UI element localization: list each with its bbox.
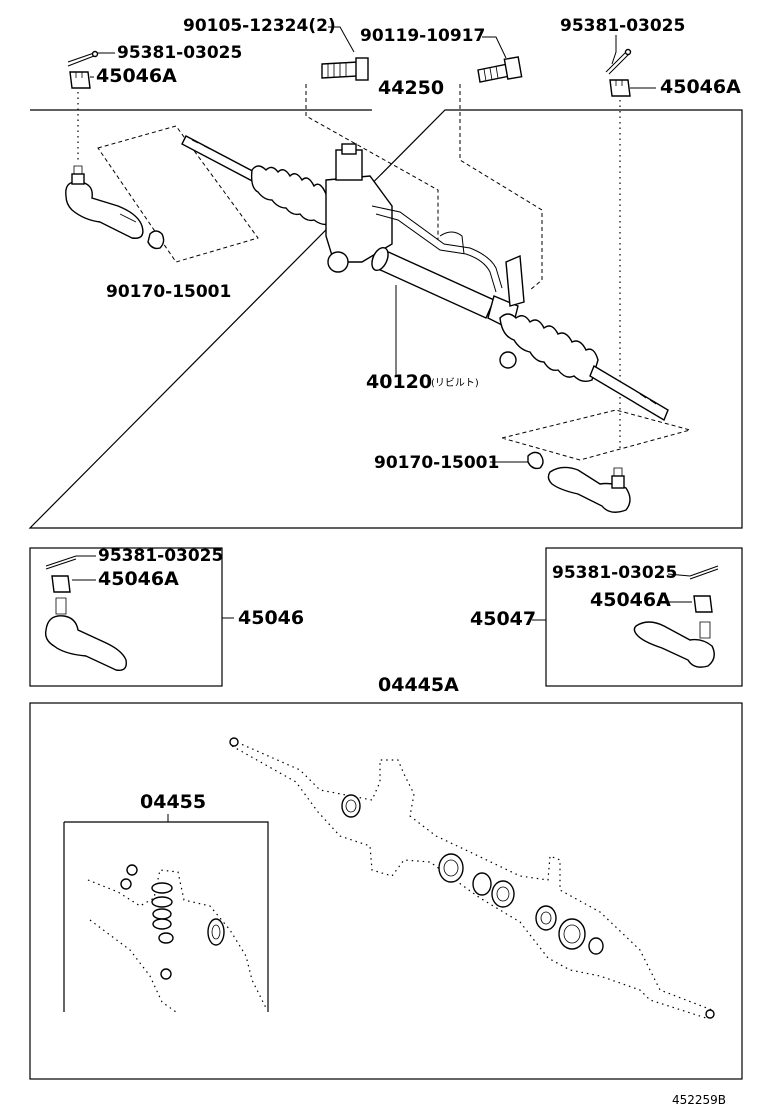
figure-reference: 452259B bbox=[672, 1093, 726, 1107]
label-nut-left: 90170-15001 bbox=[106, 282, 231, 302]
tie-rod-end-right-set: 95381-03025 45046A 45047 bbox=[470, 547, 743, 687]
oil-seal-icon bbox=[491, 880, 515, 908]
valve-housing-outline-icon bbox=[87, 869, 267, 1013]
oil-seal-icon bbox=[207, 918, 225, 946]
cotter-pin-icon bbox=[605, 48, 632, 75]
hex-nut-icon bbox=[527, 451, 544, 470]
label-tie-rod-end-45046: 45046 bbox=[238, 607, 304, 629]
gasket-kit-frame bbox=[29, 702, 743, 1080]
o-ring-icon bbox=[472, 872, 492, 896]
hex-nut-icon bbox=[147, 230, 165, 250]
assembly-frame bbox=[28, 109, 743, 529]
castle-nut-icon bbox=[693, 595, 713, 613]
oil-seal-icon bbox=[558, 918, 586, 950]
bolt-icon bbox=[321, 57, 369, 81]
top-section: 90105-12324(2) 90119-10917 95381-03025 9… bbox=[28, 16, 743, 529]
rack-housing-outline-icon bbox=[229, 737, 715, 1019]
label-gear-40120: 40120 bbox=[366, 371, 432, 393]
label-nut-top-right: 45046A bbox=[660, 76, 741, 98]
castle-nut-icon bbox=[609, 79, 631, 97]
oil-seal-icon bbox=[438, 853, 464, 883]
tie-rod-end-left-icon bbox=[44, 597, 127, 671]
tie-rod-end-right-icon bbox=[547, 466, 631, 513]
castle-nut-icon bbox=[69, 71, 91, 89]
rack-and-pinion-gear-icon bbox=[181, 135, 669, 422]
tie-rod-end-right-frame bbox=[545, 547, 743, 687]
gasket-subkit-frame bbox=[63, 821, 269, 1012]
label-pin-box-left: 95381-03025 bbox=[98, 546, 223, 566]
label-pin-box-right: 95381-03025 bbox=[552, 563, 677, 583]
cotter-pin-icon bbox=[689, 565, 719, 580]
oil-seal-icon bbox=[341, 794, 361, 818]
tie-rod-end-right-icon bbox=[633, 621, 715, 668]
castle-nut-icon bbox=[51, 575, 71, 593]
label-nut-box-right: 45046A bbox=[590, 589, 671, 611]
label-assembly-44250: 44250 bbox=[378, 77, 444, 99]
label-kit-04445A: 04445A bbox=[378, 674, 459, 696]
cotter-pin-icon bbox=[45, 555, 77, 570]
label-nut-right: 90170-15001 bbox=[374, 453, 499, 473]
label-pin-top-left: 95381-03025 bbox=[117, 43, 242, 63]
label-bolt-90119: 90119-10917 bbox=[360, 26, 485, 46]
tie-rod-end-left-frame bbox=[29, 547, 223, 687]
label-tie-rod-end-45047: 45047 bbox=[470, 608, 536, 630]
tie-rod-end-left-set: 95381-03025 45046A 45046 bbox=[29, 546, 304, 687]
label-bolt-90105: 90105-12324(2) bbox=[183, 16, 336, 36]
gasket-kit-section: 04445A bbox=[29, 674, 743, 1107]
o-ring-icon bbox=[588, 937, 604, 955]
label-kit-04455: 04455 bbox=[140, 791, 206, 813]
label-nut-top-left: 45046A bbox=[96, 65, 177, 87]
seal-ring-icon bbox=[120, 864, 174, 980]
label-nut-box-left: 45046A bbox=[98, 568, 179, 590]
tie-rod-end-left-icon bbox=[65, 165, 144, 239]
bolt-icon bbox=[477, 56, 523, 83]
label-rebuilt-note: (リビルト) bbox=[431, 377, 479, 389]
label-pin-top-right: 95381-03025 bbox=[560, 16, 685, 36]
oil-seal-icon bbox=[535, 905, 557, 931]
cotter-pin-icon bbox=[67, 50, 99, 67]
